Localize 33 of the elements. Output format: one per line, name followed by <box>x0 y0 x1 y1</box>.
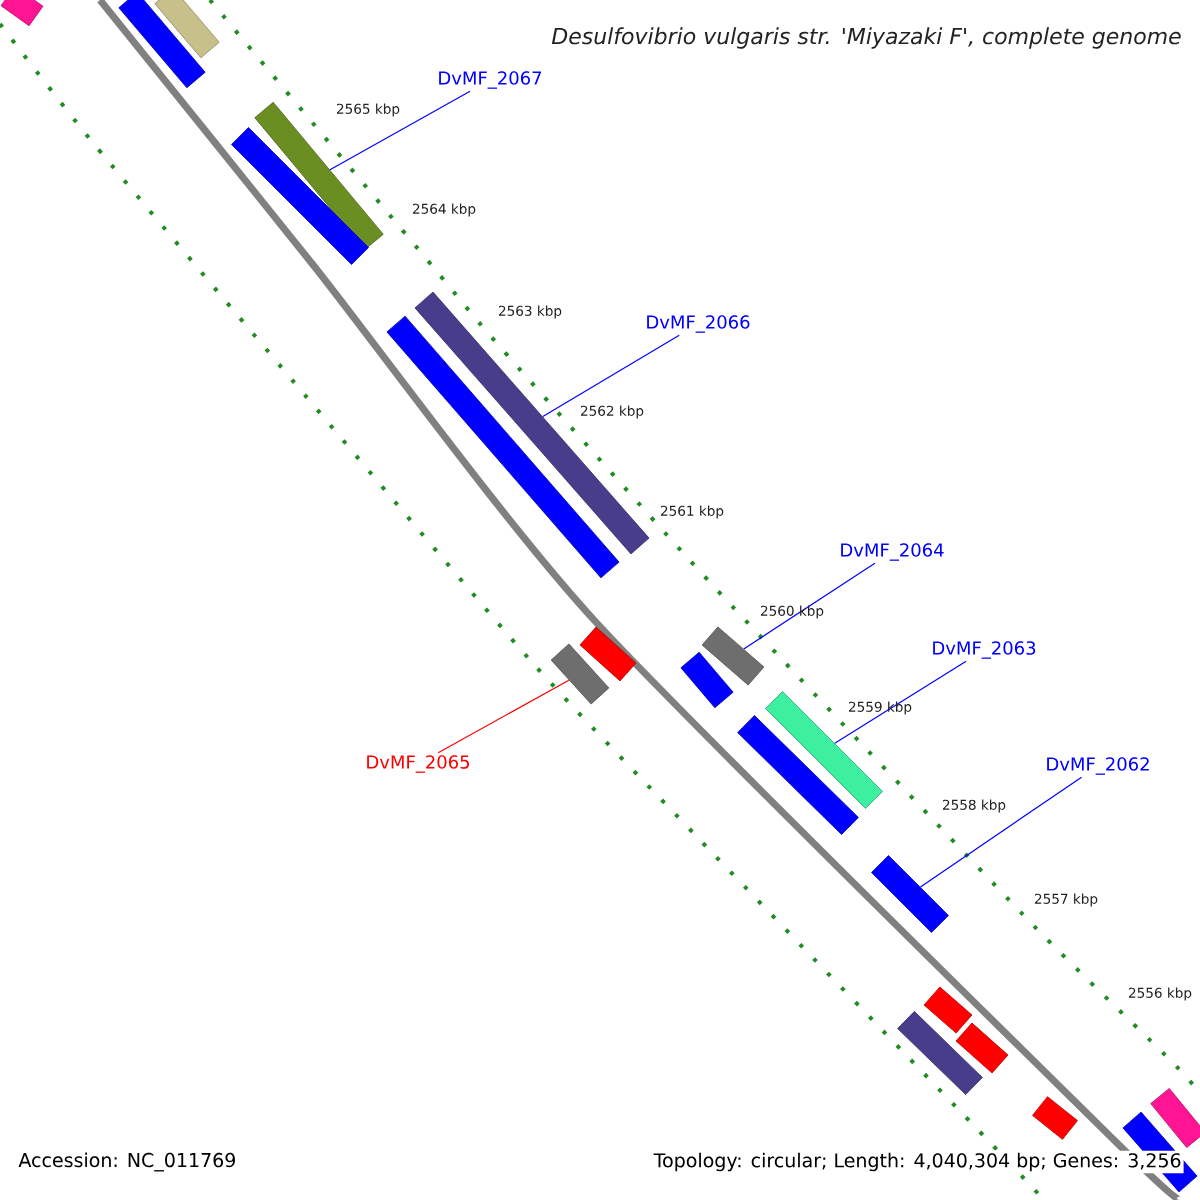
gene-bar <box>579 626 637 682</box>
gene-bar <box>680 651 734 709</box>
footer-text: Topology: circular; Length: 4,040,304 bp; Genes: 3,256 <box>651 1150 1184 1174</box>
gene-bar <box>923 986 973 1034</box>
gene-bar <box>701 626 765 686</box>
gene-bar <box>0 0 44 27</box>
gene-label: DvMF_2063 <box>933 641 1036 659</box>
leader-line <box>542 334 680 418</box>
gene-bar <box>1150 1088 1200 1148</box>
title: Desulfovibrio vulgaris str. 'Miyazaki F', complete genome <box>551 27 1181 49</box>
gene-label: DvMF_2066 <box>647 315 750 333</box>
gene-bar <box>386 315 620 579</box>
gene-bar <box>1032 1096 1078 1140</box>
gene-bar <box>118 0 206 89</box>
leader-line <box>329 90 471 171</box>
gene-bar <box>154 0 220 59</box>
gene-bar <box>955 1022 1009 1074</box>
gene-bar <box>897 1011 983 1095</box>
leader-line <box>919 776 1083 888</box>
gene-bar <box>414 291 650 555</box>
leader-line <box>834 660 967 744</box>
gene-bar <box>765 691 883 809</box>
gene-label: DvMF_2067 <box>439 71 542 89</box>
gene-bar <box>550 643 610 705</box>
gene-bar <box>737 715 859 835</box>
gene-label: DvMF_2062 <box>1047 757 1149 775</box>
gene-bar <box>231 127 369 265</box>
gene-label: DvMF_2064 <box>841 543 944 561</box>
leader-line <box>437 679 570 754</box>
footer-text: Accession: NC_011769 <box>16 1150 239 1174</box>
gene-label: DvMF_2065 <box>367 755 470 773</box>
leader-line <box>743 562 876 650</box>
gene-bar <box>871 855 949 933</box>
